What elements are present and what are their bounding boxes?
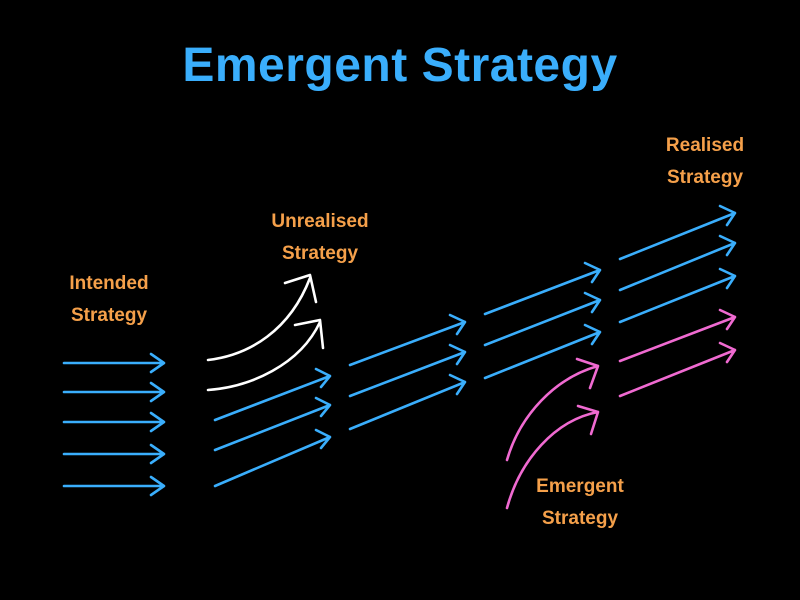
realised-strategy-label: Realised Strategy	[615, 130, 795, 194]
blue-arrow-4-3	[483, 323, 602, 380]
blue-arrows-group-3	[348, 313, 467, 431]
diagram-title: Emergent Strategy	[182, 39, 618, 92]
blue-arrow-2-2	[213, 396, 332, 452]
unrealised-arrows-group	[206, 273, 325, 392]
blue-arrow-2-1	[213, 367, 332, 422]
blue-arrows-group-2	[213, 367, 332, 488]
unrealised-arrow-2	[206, 318, 325, 392]
realised-pink-arrow-1	[618, 308, 737, 363]
intended-arrow-4	[62, 443, 166, 465]
intended-label-line-1: Intended	[69, 273, 149, 294]
intended-label-line-2: Strategy	[70, 305, 148, 326]
blue-arrow-2-3	[213, 428, 332, 488]
emergent-arrows-group	[505, 357, 600, 510]
intended-arrow-5	[62, 475, 166, 497]
unrealised-label-line-2: Strategy	[281, 243, 359, 264]
intended-arrow-1	[62, 352, 166, 374]
realised-label-line-2: Strategy	[666, 167, 744, 188]
blue-arrow-4-1	[483, 261, 602, 316]
realised-label-line-1: Realised	[665, 135, 745, 156]
realised-pink-arrow-2	[618, 341, 737, 398]
blue-arrow-3-1	[348, 313, 467, 367]
blue-arrow-4-2	[483, 291, 602, 347]
intended-arrows-group	[62, 352, 166, 497]
emergent-arrow-1	[505, 357, 600, 462]
realised-blue-arrow-3	[618, 267, 737, 324]
unrealised-label-line-1: Unrealised	[271, 211, 369, 232]
unrealised-strategy-label: Unrealised Strategy	[230, 206, 410, 270]
realised-blue-arrow-1	[618, 204, 737, 261]
emergent-label-line-1: Emergent	[536, 476, 624, 497]
unrealised-arrow-1	[206, 273, 318, 362]
realised-pink-arrows-group	[618, 308, 737, 398]
blue-arrows-group-4	[483, 261, 602, 380]
blue-arrow-3-2	[348, 343, 467, 398]
emergent-label-line-2: Strategy	[541, 508, 619, 529]
emergent-arrow-2	[505, 404, 600, 510]
intended-strategy-label: Intended Strategy	[19, 268, 199, 332]
realised-blue-arrow-2	[618, 234, 737, 292]
intended-arrow-3	[62, 411, 166, 433]
emergent-strategy-label: Emergent Strategy	[490, 471, 670, 535]
intended-arrow-2	[62, 381, 166, 403]
realised-blue-arrows-group	[618, 204, 737, 324]
blue-arrow-3-3	[348, 373, 467, 431]
